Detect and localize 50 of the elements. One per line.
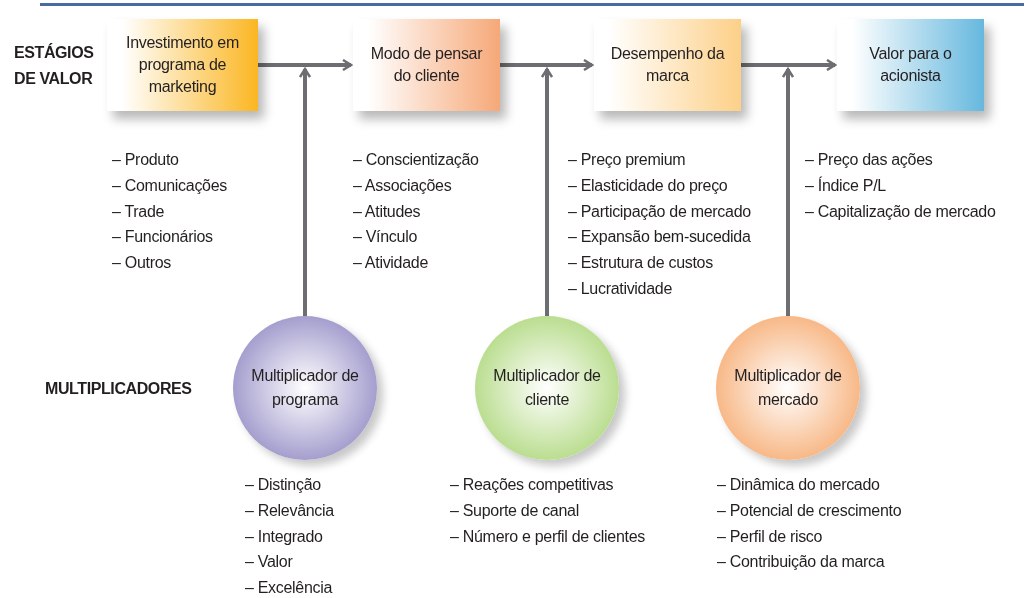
list-item: – Estrutura de custos: [568, 253, 714, 274]
list-item: – Atividade: [353, 253, 429, 274]
list-item: – Distinção: [245, 475, 322, 495]
node-label: Investimento em programa de marketing: [125, 33, 240, 97]
list-item: – Atitudes: [353, 201, 422, 222]
list-item: – Valor: [245, 552, 294, 573]
list-item: – Preço das ações: [805, 150, 934, 170]
list-item: – Funcionários: [112, 227, 214, 248]
list-item: – Dinâmica do mercado: [717, 475, 881, 495]
list-item: – Elasticidade do preço: [568, 175, 729, 196]
list-item: – Índice P/L: [805, 175, 887, 196]
node-label: Desempenho da marca: [609, 44, 726, 86]
list-item: – Vínculo: [353, 227, 418, 248]
list-item: – Participação de mercado: [568, 201, 751, 222]
list-item: – Número e perfil de clientes: [450, 526, 645, 547]
stage-box: [837, 19, 984, 111]
list-item: – Relevância: [245, 500, 334, 521]
node-label: Multiplicador de cliente: [492, 366, 602, 410]
stage-box: [107, 19, 258, 111]
list-item: – Excelência: [245, 578, 334, 598]
list-item: – Capitalização de mercado: [805, 201, 996, 222]
arrow: [258, 58, 353, 72]
arrow: [500, 58, 594, 72]
list-item: – Produto: [112, 150, 180, 170]
list-item: – Integrado: [245, 526, 324, 547]
list-item: – Outros: [112, 253, 172, 274]
row-heading: ESTÁGIOS DE VALOR: [14, 42, 95, 89]
list-item: – Trade: [112, 201, 166, 222]
node-label: Valor para o acionista: [868, 44, 953, 86]
list-item: – Contribuição da marca: [717, 552, 886, 573]
node-label: Multiplicador de mercado: [733, 366, 843, 410]
arrow: [781, 67, 795, 316]
list-item: – Expansão bem-sucedida: [568, 227, 751, 248]
list-item: – Comunicações: [112, 175, 227, 196]
node-label: Modo de pensar do cliente: [369, 44, 484, 86]
list-item: – Potencial de crescimento: [717, 500, 902, 521]
list-item: – Conscientização: [353, 150, 479, 170]
arrow: [741, 58, 837, 72]
arrow: [540, 67, 554, 316]
arrow: [298, 67, 312, 316]
row-heading: MULTIPLICADORES: [45, 379, 192, 399]
list-item: – Reações competitivas: [450, 475, 615, 495]
node-label: Multiplicador de programa: [250, 366, 360, 410]
stage-box: [594, 19, 741, 111]
list-item: – Suporte de canal: [450, 500, 580, 521]
list-item: – Associações: [353, 175, 453, 196]
list-item: – Preço premium: [568, 150, 687, 170]
stage-box: [353, 19, 500, 111]
list-item: – Lucratividade: [568, 279, 674, 299]
list-item: – Perfil de risco: [717, 526, 824, 547]
